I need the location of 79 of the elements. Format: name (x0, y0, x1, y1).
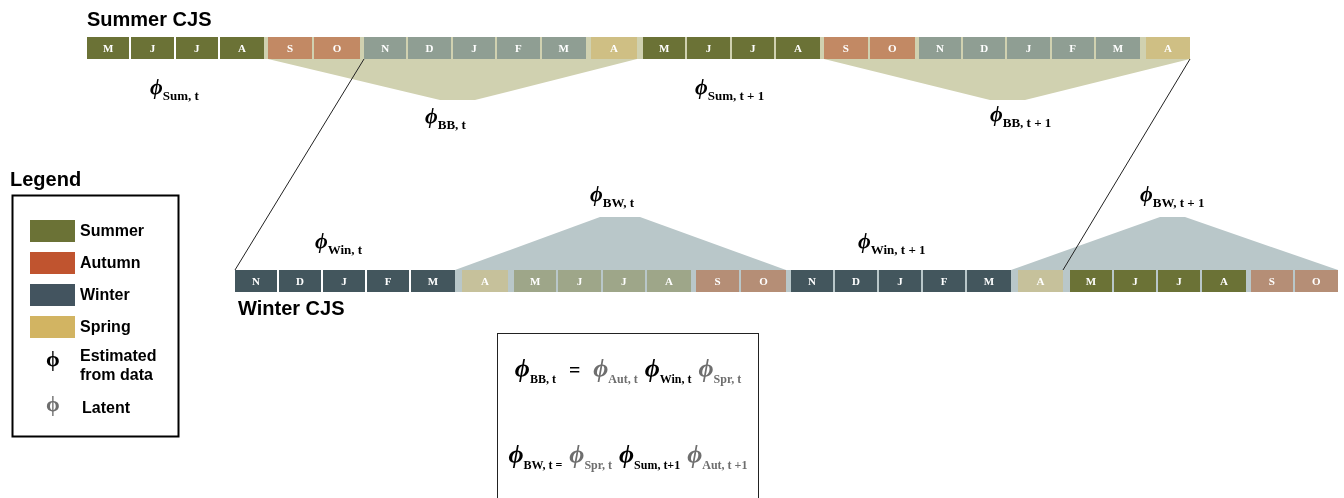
month-cell: M (411, 270, 455, 292)
legend-label: Latent (82, 398, 131, 418)
parameter-label: ϕ$_{Sum, t}$ (150, 76, 199, 102)
month-cell: A (1146, 37, 1190, 59)
month-cell: S (696, 270, 739, 292)
month-cell: D (279, 270, 321, 292)
formula-box (497, 333, 759, 498)
parameter-label: ϕ$_{Win, t}$ (315, 230, 363, 256)
parameter-label: ϕ$_{BW, t + 1}$ (1140, 183, 1205, 209)
month-cell: M (541, 37, 586, 59)
month-cell: A (219, 37, 264, 59)
latent-symbol: ϕ (46, 393, 60, 415)
legend-title: Legend (10, 168, 82, 191)
parameter-label: ϕ$_{BB, t}$ (425, 105, 466, 131)
month-cell: N (919, 37, 962, 59)
formula-term: ϕ$_{Sum, t+1}$ (619, 442, 681, 471)
month-cell: O (314, 37, 360, 59)
parameter-label: ϕ$_{Sum, t + 1}$ (695, 76, 765, 102)
month-cell: N (364, 37, 407, 59)
month-cell: J (452, 37, 496, 59)
month-cell: M (1070, 270, 1112, 292)
parameter-label: ϕ$_{BB, t + 1}$ (990, 103, 1052, 129)
month-cell: M (514, 270, 557, 292)
month-cell: D (835, 270, 877, 292)
formula-term: ϕ$_{Aut, t +1}$ (687, 442, 748, 471)
month-cell: M (1095, 37, 1140, 59)
month-cell: A (775, 37, 820, 59)
month-cell: J (731, 37, 774, 59)
month-cell: A (646, 270, 691, 292)
formula-term: ϕ$_{BW, t =}$ (508, 442, 563, 471)
section-heading: Winter CJS (238, 297, 345, 320)
month-cell: N (791, 270, 833, 292)
month-cell: J (879, 270, 921, 292)
month-cell: A (462, 270, 508, 292)
leader-line (1062, 58, 1191, 271)
formula-term: ϕ$_{Aut, t}$ (593, 356, 638, 385)
month-cell: F (923, 270, 965, 292)
month-cell: F (1051, 37, 1094, 59)
leader-line (234, 58, 365, 271)
equals-sign: = (568, 360, 581, 380)
month-cell: J (602, 270, 645, 292)
month-cell: A (591, 37, 637, 59)
month-cell: S (1251, 270, 1293, 292)
formula-term: ϕ$_{BB, t}$ (514, 356, 556, 385)
legend-label: Estimated from data (80, 346, 158, 385)
month-cell: J (1158, 270, 1200, 292)
legend-label: Spring (80, 317, 132, 337)
month-cell: J (175, 37, 218, 59)
month-cell: J (1114, 270, 1156, 292)
month-cell: M (87, 37, 130, 59)
month-cell: D (408, 37, 451, 59)
month-cell: J (131, 37, 174, 59)
month-cell: F (367, 270, 409, 292)
month-cell: N (235, 270, 277, 292)
formula-term: ϕ$_{Win, t}$ (644, 356, 692, 385)
month-cell: M (643, 37, 686, 59)
month-cell: S (824, 37, 868, 59)
formula-term: ϕ$_{Spr, t}$ (698, 356, 742, 385)
month-cell: M (967, 270, 1011, 292)
month-cell: A (1018, 270, 1063, 292)
month-cell: J (323, 270, 365, 292)
month-cell: D (963, 37, 1006, 59)
estimated-symbol: ϕ (46, 348, 60, 370)
month-cell: S (268, 37, 312, 59)
legend-label: Summer (80, 221, 146, 241)
month-cell: O (741, 270, 786, 292)
legend-label: Autumn (80, 253, 142, 273)
parameter-label: ϕ$_{BW, t}$ (590, 183, 635, 209)
legend-label: Winter (80, 285, 131, 305)
month-cell: J (558, 270, 601, 292)
parameter-label: ϕ$_{Win, t + 1}$ (858, 230, 926, 256)
month-cell: J (1007, 37, 1050, 59)
month-cell: A (1202, 270, 1246, 292)
month-cell: J (687, 37, 730, 59)
month-cell: O (1294, 270, 1338, 292)
month-cell: O (869, 37, 915, 59)
formula-term: ϕ$_{Spr, t}$ (569, 442, 612, 471)
month-cell: F (497, 37, 540, 59)
section-heading: Summer CJS (87, 8, 212, 31)
